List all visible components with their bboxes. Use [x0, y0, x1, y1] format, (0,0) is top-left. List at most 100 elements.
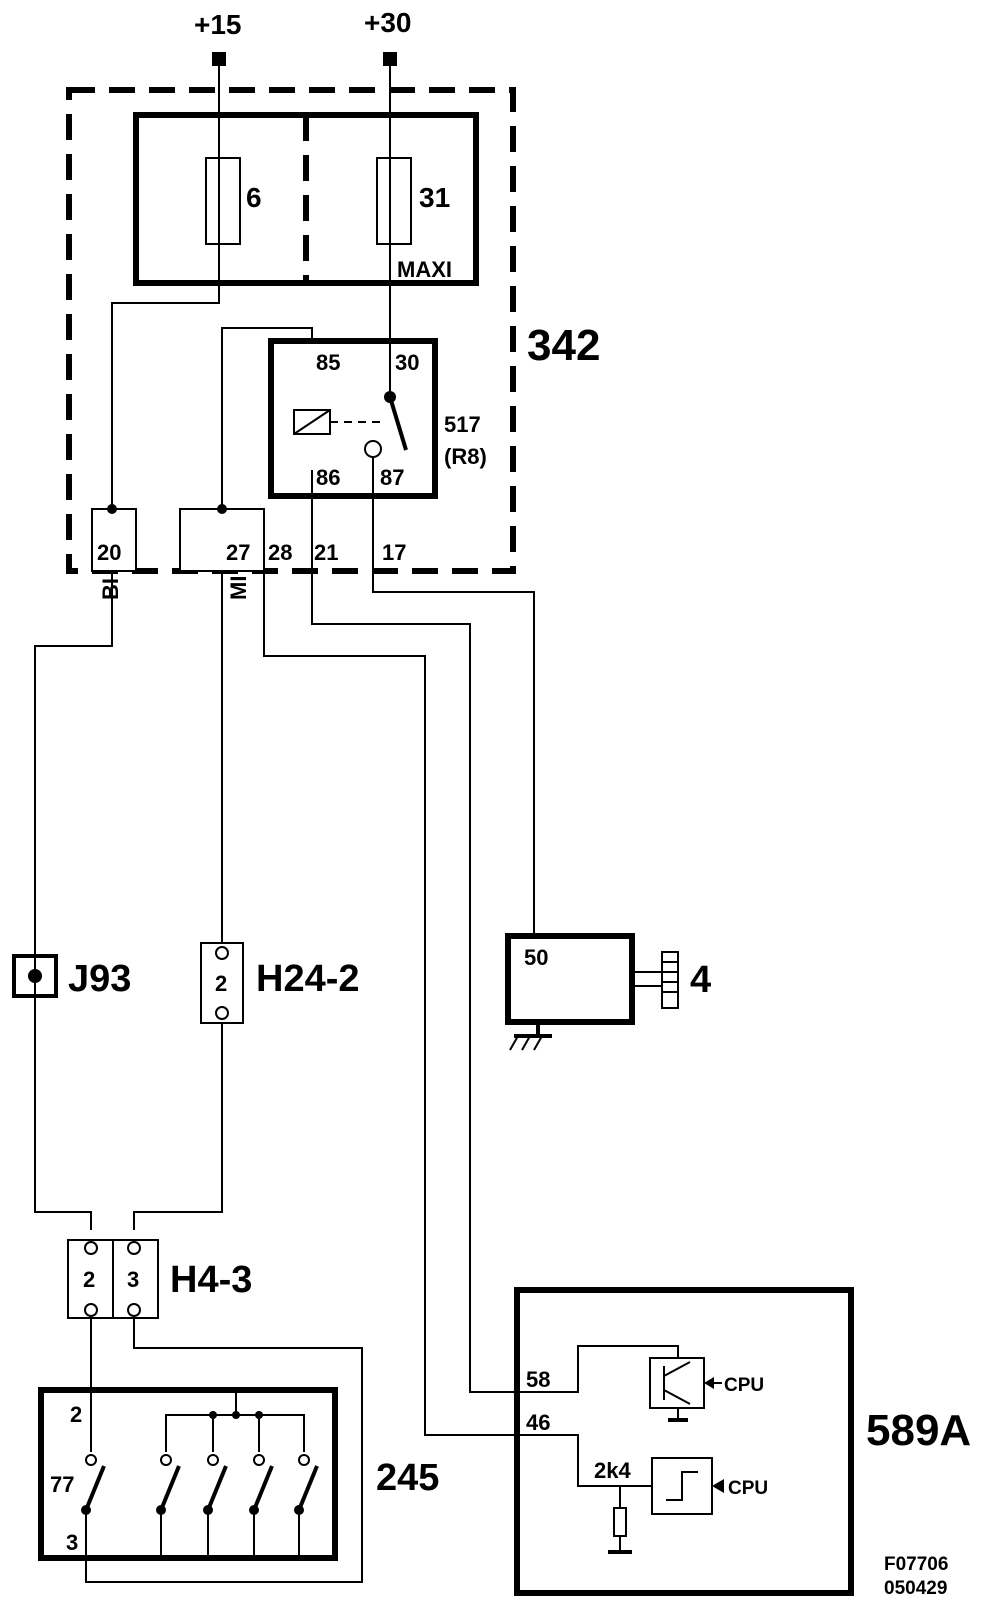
- ecu-resistor-label: 2k4: [594, 1458, 631, 1483]
- junction-pin20: [107, 504, 117, 514]
- relay-ref: (R8): [444, 444, 487, 469]
- ecu-resistor: [613, 1507, 627, 1537]
- ecu-box: [514, 1287, 854, 1596]
- fuse-31-label: 31: [419, 182, 450, 213]
- h43-pin2-bottom: [84, 1303, 98, 1317]
- relay-pin-85: 85: [316, 350, 340, 375]
- ecu-cpu-label-b: CPU: [728, 1478, 768, 1499]
- switch-contact: [160, 1454, 172, 1466]
- switch-blade: [252, 1465, 274, 1511]
- starter-pin-50: 50: [524, 945, 548, 970]
- ecu-pin-58: 58: [526, 1367, 550, 1392]
- j93-box: [12, 954, 58, 998]
- switch-block-245: 2 77 3 245: [38, 1387, 439, 1561]
- h24-label: H24-2: [256, 958, 360, 1000]
- switch-contact: [207, 1454, 219, 1466]
- fusebox-pin-27: 27: [226, 540, 250, 565]
- connector-j93: J93: [12, 954, 131, 1000]
- fusebox-pin-21: 21: [314, 540, 338, 565]
- transistor-emitter: [663, 1389, 691, 1405]
- supply-plus30-label: +30: [364, 7, 412, 38]
- relay-contact-blade: [388, 396, 408, 451]
- wires: [34, 66, 568, 1583]
- h43-pin2-label: 2: [83, 1267, 95, 1292]
- drawing-ref-line1: F07706: [884, 1554, 948, 1575]
- connector-h24-2: 2 H24-2: [200, 942, 360, 1024]
- ecu-589a: 589A 58 46 CPU 2k4 CPU: [514, 1287, 971, 1596]
- switch-blade: [206, 1465, 228, 1511]
- fusebox-pin-28: 28: [268, 540, 292, 565]
- h43-pin3-top: [127, 1241, 141, 1255]
- j93-label: J93: [68, 958, 131, 1000]
- drawing-ref-line2: 050429: [884, 1578, 947, 1599]
- switch-junction: [232, 1411, 240, 1419]
- switch-blade: [297, 1465, 319, 1511]
- switch-contacts: [156, 1454, 319, 1558]
- ground-hatch: [533, 1035, 543, 1051]
- ecu-cpu-label-a: CPU: [724, 1375, 764, 1396]
- ecu-wire-46: [568, 1434, 652, 1487]
- fusebox-connector-left: [91, 508, 137, 572]
- fusebox-342: 342 6 31 MAXI 85 30 86 87 517 (R8): [66, 87, 600, 600]
- wire-pin28-to-ecu46: [263, 571, 568, 1436]
- relay-pin-87: 87: [380, 465, 404, 490]
- relay-517: 85 30 86 87 517 (R8): [268, 338, 487, 499]
- fuse-6: [205, 157, 241, 245]
- wire-pin21-to-ecu58: [311, 470, 568, 1393]
- h24-pin-bottom: [215, 1006, 229, 1020]
- switch-junction: [255, 1411, 263, 1419]
- supply-plus15-label: +15: [194, 9, 242, 40]
- fuse-31: [376, 157, 412, 245]
- relay-coil-diagonal: [293, 409, 331, 435]
- schmitt-trigger-icon: [666, 1471, 698, 1501]
- switch-common-right: [236, 1414, 305, 1452]
- ecu-wire-58: [568, 1345, 679, 1393]
- ecu-id: 589A: [866, 1406, 971, 1455]
- wire-pin17-to-starter: [372, 457, 535, 936]
- h43-pin3-bottom: [127, 1303, 141, 1317]
- switch-77-pivot: [81, 1505, 91, 1515]
- drawing-reference: F07706 050429: [884, 1554, 948, 1599]
- fusebox-pin-17: 17: [382, 540, 406, 565]
- fuse-31-type: MAXI: [397, 257, 452, 282]
- j93-pin: [28, 969, 42, 983]
- switch-junction: [209, 1411, 217, 1419]
- ecu-pin-46: 46: [526, 1410, 550, 1435]
- switch-contact: [298, 1454, 310, 1466]
- switch-block-id: 245: [376, 1457, 439, 1499]
- switch-pin-3: 3: [66, 1530, 78, 1555]
- cpu-arrow-icon: [712, 1479, 724, 1493]
- switch-pin-77: 77: [50, 1472, 74, 1497]
- supply-plus30-terminal: [383, 52, 397, 66]
- switch-common-left: [165, 1390, 237, 1452]
- h43-label: H4-3: [170, 1259, 252, 1301]
- switch-77-contact: [85, 1454, 97, 1466]
- junction-pin27: [217, 504, 227, 514]
- wire-color-bi: BI: [98, 578, 123, 600]
- relay-pin-86: 86: [316, 465, 340, 490]
- supply-plus15: +15: [194, 9, 242, 66]
- wire-15-to-pin20: [111, 66, 220, 509]
- switch-block-box: [38, 1387, 338, 1561]
- cpu-arrow-icon: [704, 1377, 714, 1389]
- switch-pin-2: 2: [70, 1402, 82, 1427]
- wire-h43-to-switch3: [85, 1310, 363, 1583]
- fusebox-connector-middle: [179, 508, 265, 572]
- ecu-driver-box: [649, 1357, 705, 1409]
- ground-hatch: [509, 1035, 519, 1051]
- ground-hatch: [521, 1035, 531, 1051]
- starter-4: 50 4: [505, 933, 711, 1051]
- switch-contact: [253, 1454, 265, 1466]
- fusebox-outline: [66, 87, 516, 574]
- fuse-6-label: 6: [246, 182, 262, 213]
- switch-blade: [159, 1465, 181, 1511]
- connector-h4-3: 2 3 H4-3: [67, 1239, 252, 1319]
- h43-pin3-label: 3: [127, 1267, 139, 1292]
- wire-color-mi: MI: [226, 576, 251, 600]
- starter-id: 4: [690, 959, 711, 1001]
- relay-id: 517: [444, 412, 481, 437]
- h24-pin-label: 2: [215, 971, 227, 996]
- fusebox-pin-20: 20: [97, 540, 121, 565]
- transistor-collector: [663, 1361, 691, 1377]
